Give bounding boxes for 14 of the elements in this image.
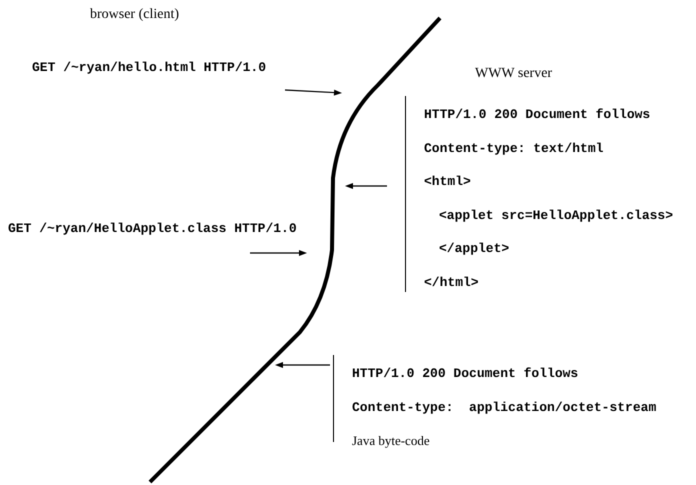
request-text: GET /~ryan/hello.html HTTP/1.0 (32, 59, 266, 77)
response-line: Content-type: application/octet-stream (352, 398, 656, 416)
request-text: GET /~ryan/HelloApplet.class HTTP/1.0 (8, 220, 297, 238)
response-block (405, 96, 674, 292)
response-line: HTTP/1.0 200 Document follows (352, 365, 580, 383)
side-label: browser (client) (90, 6, 180, 24)
side-label: WWW server (475, 65, 552, 83)
response-line: <html> (424, 173, 472, 191)
content-note: Java byte-code (352, 432, 431, 450)
response-line: Content-type: text/html (424, 140, 604, 158)
response-line: </applet> (439, 240, 510, 258)
response-line: </html> (424, 274, 480, 292)
response-line: HTTP/1.0 200 Document follows (424, 106, 652, 124)
response-line: <applet src=HelloApplet.class> (439, 206, 674, 224)
